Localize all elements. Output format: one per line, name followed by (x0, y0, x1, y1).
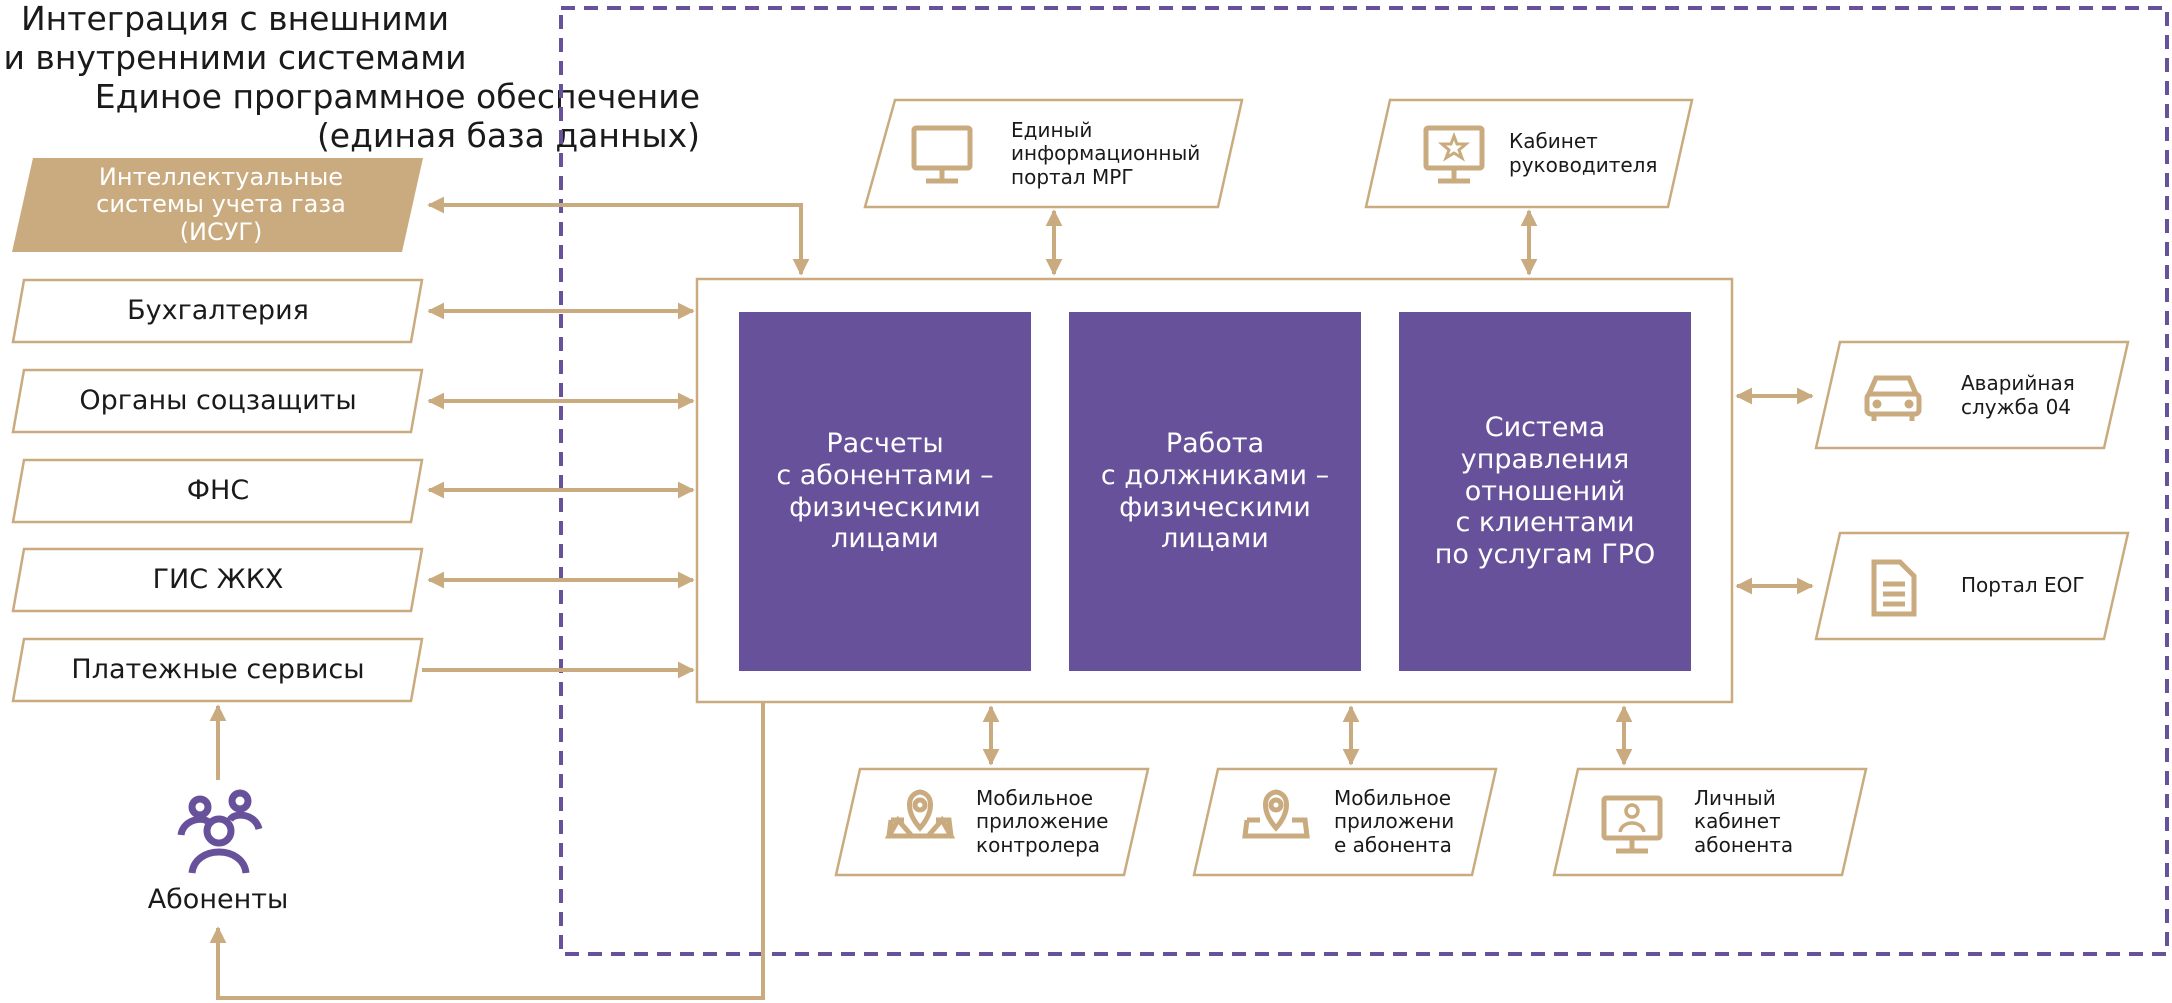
module-box-1 (739, 312, 1031, 671)
left-system-label-social: Органы соцзащиты (79, 385, 357, 417)
module-label-debtors: Работа с должниками – физическими лицами (1100, 427, 1330, 555)
arrow-core-to-subscribers (209, 702, 765, 1000)
left-system-label-isug: Интеллектуальные системы учета газа (ИСУ… (96, 162, 346, 246)
module-label-subscriber-billing: Расчеты с абонентами – физическими лицам… (776, 427, 994, 555)
fns-shape (11, 458, 424, 524)
payment-shape (11, 637, 424, 703)
accounting-shape (11, 278, 424, 344)
module-box-2 (1069, 312, 1361, 671)
left-system-label-payment: Платежные сервисы (71, 654, 365, 686)
emergency-shape (1814, 340, 2130, 450)
people-icon (177, 789, 263, 874)
emergency-service-label: Аварийная служба 04 (1961, 371, 2075, 419)
user-monitor-icon (1601, 795, 1663, 854)
module-box-3 (1399, 312, 1691, 671)
eog-portal-label: Портал ЕОГ (1961, 573, 2085, 598)
arrow-isug (427, 196, 810, 276)
subscribers-label: Абоненты (147, 884, 289, 916)
software-boundary (559, 6, 2169, 956)
module-label-crm: Система управления отношений с клиентами… (1434, 411, 1656, 571)
document-icon (1871, 559, 1917, 617)
car-icon (1864, 375, 1922, 421)
isug-shape (12, 158, 423, 252)
personal-cabinet-label: Личный кабинет абонента (1694, 785, 1794, 857)
integration-title: Интеграция с внешними и внутренними сист… (3, 0, 467, 77)
portal-mrg-label: Единый информационный портал МРГ (1011, 117, 1201, 189)
mobile-subscriber-label: Мобильное приложени е абонента (1334, 785, 1455, 857)
left-system-label-fns: ФНС (186, 475, 250, 507)
gis-shape (11, 547, 424, 613)
map-pin-icon (884, 789, 956, 839)
monitor-icon (911, 125, 973, 184)
manager-cabinet-label: Кабинет руководителя (1509, 129, 1658, 177)
map-pin-icon (1242, 789, 1310, 839)
left-system-label-gis: ГИС ЖКХ (152, 564, 284, 596)
software-title: Единое программное обеспечение (единая б… (94, 76, 700, 155)
mobile-controller-label: Мобильное приложение контролера (976, 785, 1109, 857)
star-monitor-icon (1423, 125, 1485, 184)
social-shape (11, 368, 424, 434)
left-system-label-accounting: Бухгалтерия (127, 295, 309, 327)
